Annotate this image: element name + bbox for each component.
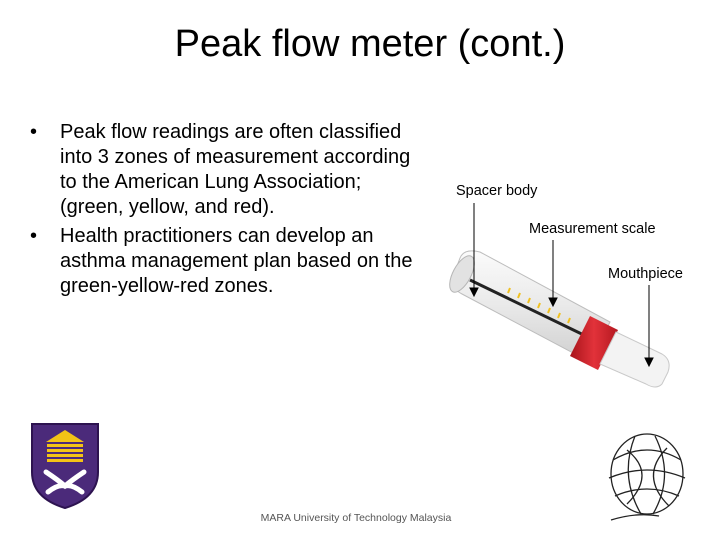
- bullet-item: • Peak flow readings are often classifie…: [28, 120, 428, 220]
- bullet-text-zones: Peak flow readings are often classified …: [60, 121, 411, 218]
- peak-flow-meter-image: [449, 250, 670, 388]
- measurement-scale-label: Measurement scale: [529, 221, 656, 237]
- mouthpiece-label: Mouthpiece: [608, 266, 683, 282]
- bullet-glyph: •: [30, 225, 38, 247]
- uitm-crest-logo: [31, 423, 99, 510]
- bullet-list: • Peak flow readings are often classifie…: [28, 120, 428, 303]
- spacer-body-label: Spacer body: [456, 183, 538, 199]
- bullet-glyph: •: [30, 121, 38, 143]
- footer-text: MARA University of Technology Malaysia: [260, 512, 452, 524]
- bullet-item: • Health practitioners can develop an as…: [28, 224, 428, 299]
- slide-title: Peak flow meter (cont.): [174, 23, 566, 65]
- footer: MARA University of Technology Malaysia: [0, 512, 728, 524]
- globe-swirl-logo: [597, 416, 697, 526]
- bullet-text-plan: Health practitioners can develop an asth…: [60, 225, 413, 297]
